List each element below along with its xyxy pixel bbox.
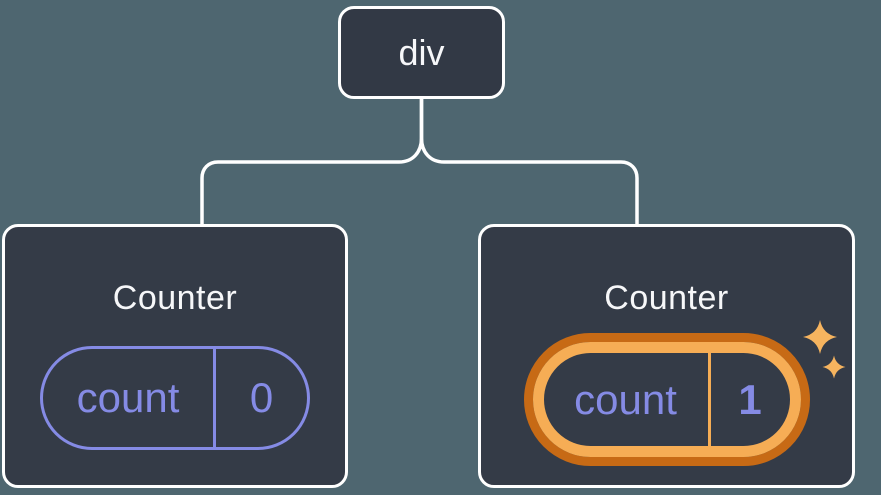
state-key-label: count — [574, 375, 677, 423]
state-value: 1 — [738, 375, 762, 423]
root-node: div — [338, 6, 505, 99]
state-pill-divider — [707, 353, 711, 446]
state-key-label: count — [76, 374, 180, 421]
state-pill-highlight-ring: count 1 — [523, 333, 810, 466]
state-value: 0 — [249, 374, 274, 421]
counter-card-right: Counter count 1 — [478, 224, 855, 488]
state-pill-divider — [213, 349, 216, 447]
root-node-label: div — [398, 31, 445, 73]
sparkle-large-icon — [803, 320, 837, 354]
sparkle-small-icon — [822, 355, 846, 379]
state-pill: count 0 — [40, 346, 310, 450]
connector-left-branch — [200, 97, 424, 227]
counter-card-left: Counter count 0 — [2, 224, 348, 488]
component-title: Counter — [604, 279, 729, 317]
state-pill-highlighted: count 1 — [532, 342, 801, 457]
component-title: Counter — [112, 279, 238, 317]
sparkles-icon — [803, 320, 846, 379]
connector-right-branch — [419, 97, 639, 227]
